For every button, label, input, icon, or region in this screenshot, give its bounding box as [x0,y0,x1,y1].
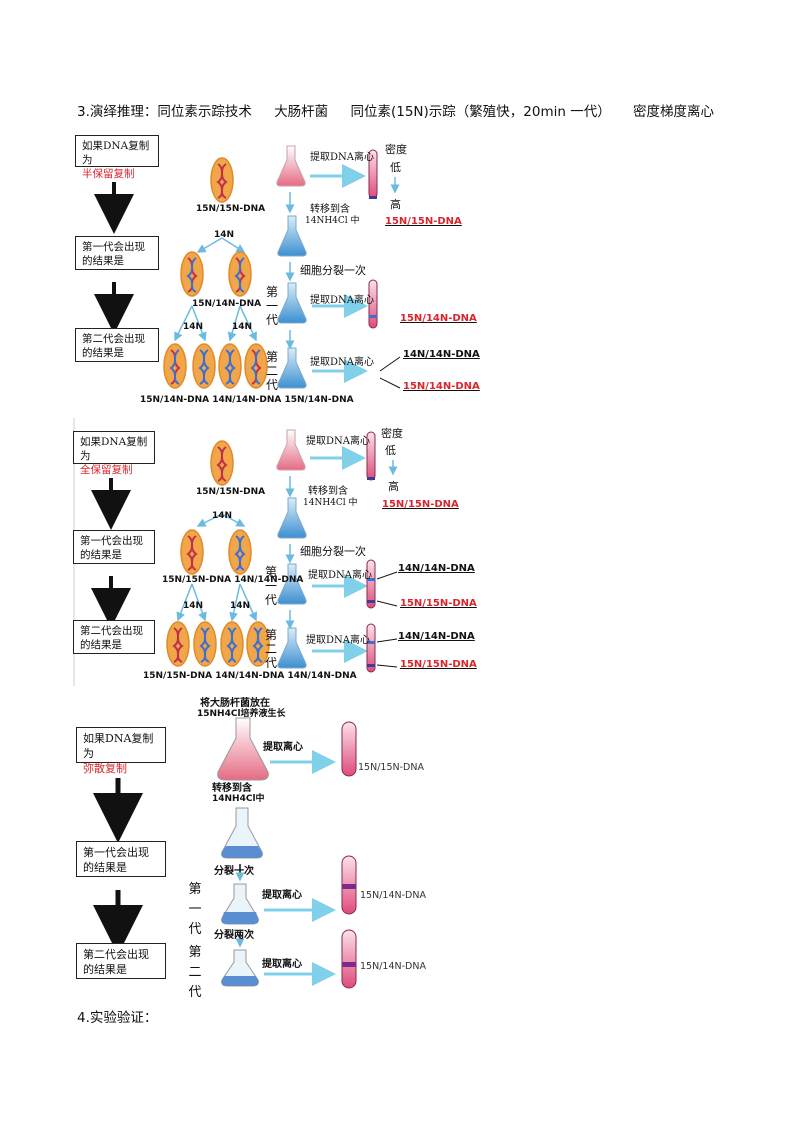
panel3-transfer-line1: 转移到含 [212,783,252,794]
panel1-box3-line1: 第二代会出现 [82,333,145,345]
panel1-gen1-label: 15N/14N-DNA [192,299,262,309]
section-heading: 3.演绎推理：同位素示踪技术 大肠杆菌 同位素(15N)示踪（繁殖快，20min… [77,100,732,120]
panel1-transfer-line1: 转移到含 [310,204,350,215]
panel3-box-gen1: 第一代会出现 的结果是 [76,841,166,877]
panel2-low: 低 [385,444,396,457]
panel2-box-gen1: 第一代会出现 的结果是 [73,530,155,564]
panel3-divide-once: 分裂一次 [214,866,254,877]
panel2-n14-left: 14N [183,601,204,611]
panel2-box1-line1: 如果DNA复制为 [80,436,148,462]
panel1-extract1: 提取DNA离心 [310,152,374,163]
panel1-transfer-line2: 14NH4Cl 中 [305,216,360,226]
panel3-box1-line1: 如果DNA复制为 [83,732,154,760]
panel3-box3-line1: 第二代会出现 [83,948,149,961]
panel1-extract2: 提取DNA离心 [310,295,374,306]
panel1-gen2-marker: 第二代 [265,350,278,392]
panel1-extract3: 提取DNA离心 [310,357,374,368]
panel1-box1-line1: 如果DNA复制为 [82,140,150,166]
panel2-parent-label: 15N/15N-DNA [196,487,266,497]
heading-part1: 3.演绎推理：同位素示踪技术 [77,104,252,120]
panel2-result0: 15N/15N-DNA [382,499,459,510]
panel3-box1-line2: 弥散复制 [83,762,127,775]
panel2-box1-line2: 全保留复制 [80,464,133,476]
panel1-result1: 15N/14N-DNA [400,313,477,324]
panel3-result0: 15N/15N-DNA [358,762,424,773]
panel2-extract2: 提取DNA离心 [308,570,372,581]
panel3-extract2: 提取离心 [262,890,302,901]
panel1-n14-top: 14N [214,230,235,240]
panel2-gen2-marker: 第二代 [264,628,277,670]
panel1-divide-once: 细胞分裂一次 [300,264,366,277]
panel1-result2a: 14N/14N-DNA [403,349,480,360]
panel1-box2-line1: 第一代会出现 [82,241,145,253]
panel1-box-gen2: 第二代会出现 的结果是 [75,328,159,362]
panel1-bottom-labels: 15N/14N-DNA 14N/14N-DNA 15N/14N-DNA [140,395,354,405]
panel2-gen1-label: 15N/15N-DNA 14N/14N-DNA [162,575,304,585]
panel1-n14-right: 14N [232,322,253,332]
panel3-box2-line1: 第一代会出现 [83,846,149,859]
panel2-divide-once: 细胞分裂一次 [300,545,366,558]
panel3-divide-twice: 分裂两次 [214,930,254,941]
panel2-result2b: 15N/15N-DNA [400,659,477,670]
panel3-box-hypothesis: 如果DNA复制为 弥散复制 [76,727,166,775]
heading-part4: 密度梯度离心 [633,104,715,120]
panel2-box3-line2: 的结果是 [80,639,122,651]
panel2-result2a: 14N/14N-DNA [398,631,475,642]
panel1-parent-label: 15N/15N-DNA [196,204,266,214]
panel2-n14-top: 14N [212,511,233,521]
panel2-box-hypothesis: 如果DNA复制为 全保留复制 [73,431,155,476]
panel2-bottom-labels: 15N/15N-DNA 14N/14N-DNA 14N/14N-DNA [143,671,357,681]
panel3-drawings [93,717,357,989]
panel3-box3-line2: 的结果是 [83,963,127,976]
panel2-extract1: 提取DNA离心 [306,436,370,447]
heading-part3: 同位素(15N)示踪（繁殖快，20min 一代） [350,104,611,120]
panel1-box-hypothesis: 如果DNA复制为 半保留复制 [75,135,159,180]
panel3-box2-line2: 的结果是 [83,861,127,874]
panel3-gen2-marker: 第二代 [188,945,202,1000]
panel1-box1-line2: 半保留复制 [82,168,135,180]
panel3-result2: 15N/14N-DNA [360,961,426,972]
panel1-box3-line2: 的结果是 [82,347,124,359]
panel2-gen1-marker: 第一代 [264,565,277,607]
panel2-n14-right: 14N [230,601,251,611]
panel1-high: 高 [390,198,401,211]
panel3-gen1-marker: 第一代 [188,882,202,937]
panel1-box-gen1: 第一代会出现 的结果是 [75,236,159,270]
panel3-extract1: 提取离心 [263,742,303,753]
panel1-n14-left: 14N [183,322,204,332]
panel2-transfer-line2: 14NH4Cl 中 [303,498,358,508]
panel2-result1a: 14N/14N-DNA [398,563,475,574]
panel2-box2-line1: 第一代会出现 [80,535,143,547]
panel1-drawings [94,145,401,389]
panel1-low: 低 [390,161,401,174]
heading-part2: 大肠杆菌 [274,104,329,120]
panel2-box3-line1: 第二代会出现 [80,625,143,637]
panel3-transfer-line2: 14NH4Cl中 [212,794,265,804]
panel2-density: 密度 [381,427,403,440]
panel1-density: 密度 [385,143,407,156]
panel2-transfer-line1: 转移到含 [308,486,348,497]
panel2-box-gen2: 第二代会出现 的结果是 [73,620,155,654]
panel2-result1b: 15N/15N-DNA [400,598,477,609]
panel3-box-gen2: 第二代会出现 的结果是 [76,943,166,979]
section-footer: 4.实验验证： [77,1010,158,1026]
panel1-result0: 15N/15N-DNA [385,216,462,227]
panel2-high: 高 [388,480,399,493]
panel1-box2-line2: 的结果是 [82,255,124,267]
panel3-result1: 15N/14N-DNA [360,890,426,901]
panel3-top-line1: 将大肠杆菌放在 [200,698,270,709]
panel1-result2b: 15N/14N-DNA [403,381,480,392]
panel3-extract3: 提取离心 [262,959,302,970]
panel3-top-line2: 15NH4Cl培养液生长 [197,709,286,719]
panel2-extract3: 提取DNA离心 [306,635,370,646]
panel2-box2-line2: 的结果是 [80,549,122,561]
panel1-gen1-marker: 第一代 [265,285,278,327]
